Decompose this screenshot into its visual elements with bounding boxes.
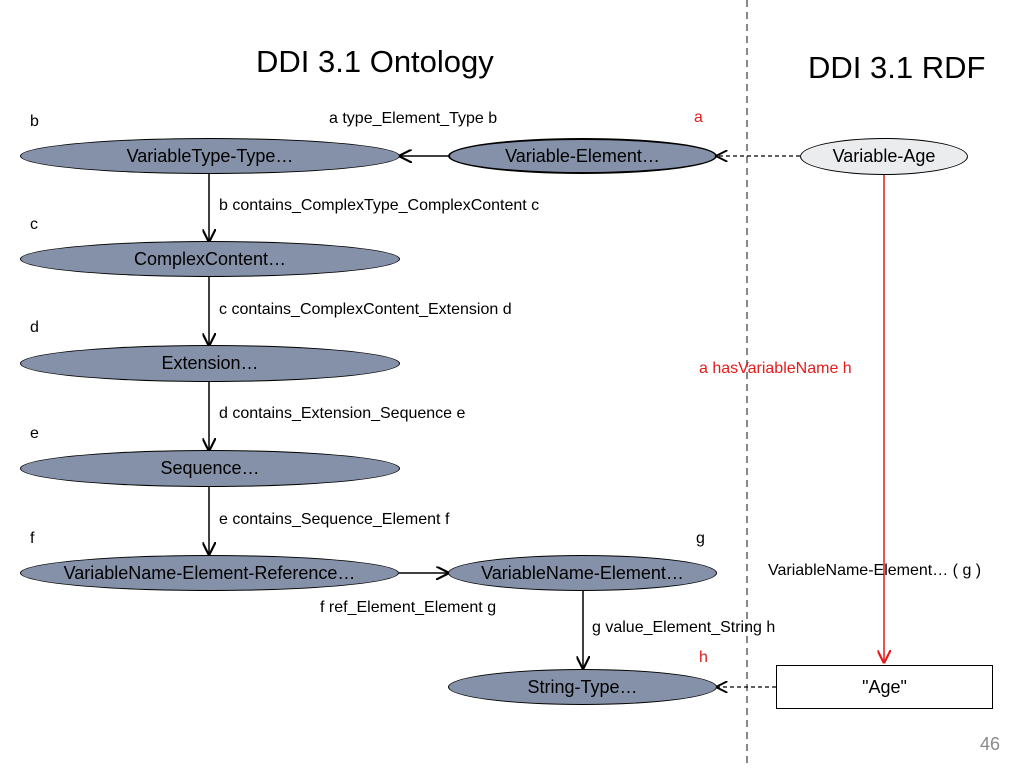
rdf-title: DDI 3.1 RDF xyxy=(808,50,986,85)
node-extension: Extension… xyxy=(20,345,400,382)
node-age-literal: "Age" xyxy=(776,665,993,709)
edge-label-value-element-string: g value_Element_String h xyxy=(592,619,776,636)
node-variablename-element: VariableName-Element… xyxy=(448,555,717,591)
letter-h: h xyxy=(699,649,708,666)
edge-label-ref-element: f ref_Element_Element g xyxy=(320,599,497,616)
letter-f: f xyxy=(30,530,35,547)
node-sequence: Sequence… xyxy=(20,450,400,487)
page-number: 46 xyxy=(979,734,1000,754)
edge-label-contains-extension: c contains_ComplexContent_Extension d xyxy=(219,301,512,318)
node-variable-age: Variable-Age xyxy=(800,138,968,175)
letter-g: g xyxy=(696,530,705,547)
edge-label-contains-complextype: b contains_ComplexType_ComplexContent c xyxy=(219,197,540,214)
letter-c: c xyxy=(30,216,38,233)
letter-e: e xyxy=(30,425,39,442)
node-variable-element: Variable-Element… xyxy=(448,138,717,174)
node-variabletype-type: VariableType-Type… xyxy=(20,138,400,174)
ontology-title: DDI 3.1 Ontology xyxy=(256,44,494,79)
label-variablename-instance: VariableName-Element… ( g ) xyxy=(768,562,982,579)
letter-d: d xyxy=(30,319,39,336)
letter-a: a xyxy=(694,109,703,126)
edge-label-type-element-type: a type_Element_Type b xyxy=(329,110,498,127)
edge-label-has-variable-name: a hasVariableName h xyxy=(699,360,852,377)
node-string-type: String-Type… xyxy=(448,669,717,705)
node-complexcontent: ComplexContent… xyxy=(20,241,400,277)
node-variablename-element-reference: VariableName-Element-Reference… xyxy=(20,555,399,591)
edge-label-contains-element: e contains_Sequence_Element f xyxy=(219,511,450,528)
edge-label-contains-sequence: d contains_Extension_Sequence e xyxy=(219,405,466,422)
letter-b: b xyxy=(30,113,39,130)
